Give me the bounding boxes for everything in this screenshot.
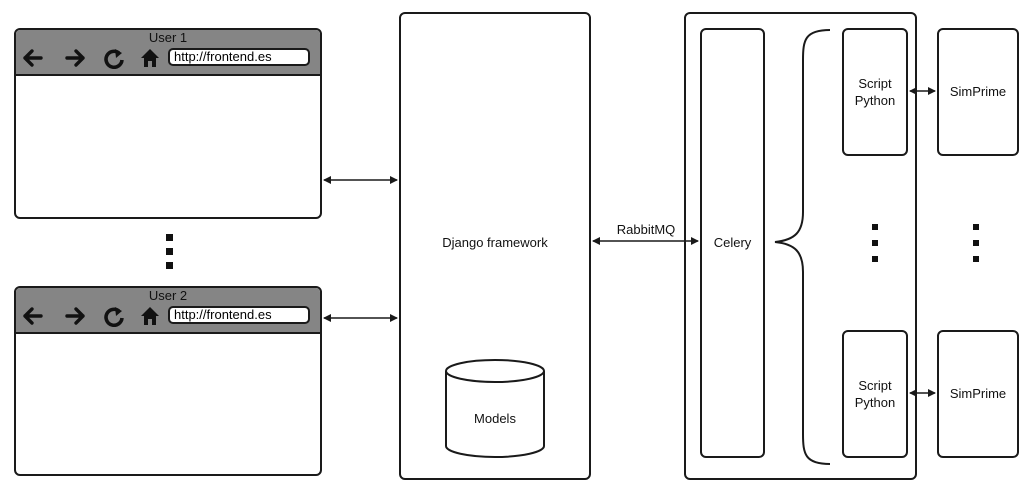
simprime-label: SimPrime xyxy=(949,84,1007,99)
script-python-box xyxy=(842,330,908,458)
simprime-label: SimPrime xyxy=(949,386,1007,401)
ellipsis-scripts xyxy=(872,224,878,262)
script-python-label: Script Python xyxy=(842,377,908,411)
script-label-line2: Python xyxy=(854,395,896,410)
script-label-line1: Script xyxy=(858,76,892,91)
reload-icon[interactable] xyxy=(104,307,124,327)
script-label-line1: Script xyxy=(858,378,892,393)
script-python-label: Script Python xyxy=(842,75,908,109)
rabbitmq-label: RabbitMQ xyxy=(616,222,676,237)
reload-icon[interactable] xyxy=(104,49,124,69)
home-icon[interactable] xyxy=(141,49,159,67)
browser-title: User 1 xyxy=(148,30,188,45)
browser-toolbar: User 2 http://frontend.es xyxy=(16,288,320,334)
url-field[interactable]: http://frontend.es xyxy=(168,48,310,66)
browser-window-user2: User 2 http://frontend.es xyxy=(14,286,322,476)
curly-brace xyxy=(774,29,831,465)
browser-nav-icons xyxy=(23,49,159,69)
celery-box xyxy=(700,28,765,458)
models-label: Models xyxy=(474,411,516,426)
script-python-box xyxy=(842,28,908,156)
simprime-box xyxy=(937,28,1019,156)
url-field[interactable]: http://frontend.es xyxy=(168,306,310,324)
back-arrow-icon[interactable] xyxy=(23,49,43,67)
browser-toolbar: User 1 http://frontend.es xyxy=(16,30,320,76)
models-database-icon xyxy=(445,359,545,458)
forward-arrow-icon[interactable] xyxy=(65,307,85,325)
ellipsis-users xyxy=(166,234,173,269)
celery-label: Celery xyxy=(713,235,752,250)
django-framework-label: Django framework xyxy=(442,235,548,250)
browser-window-user1: User 1 http://frontend.es xyxy=(14,28,322,219)
simprime-box xyxy=(937,330,1019,458)
ellipsis-simprime xyxy=(973,224,979,262)
home-icon[interactable] xyxy=(141,307,159,325)
browser-nav-icons xyxy=(23,307,159,327)
forward-arrow-icon[interactable] xyxy=(65,49,85,67)
back-arrow-icon[interactable] xyxy=(23,307,43,325)
browser-title: User 2 xyxy=(148,288,188,303)
script-label-line2: Python xyxy=(854,93,896,108)
